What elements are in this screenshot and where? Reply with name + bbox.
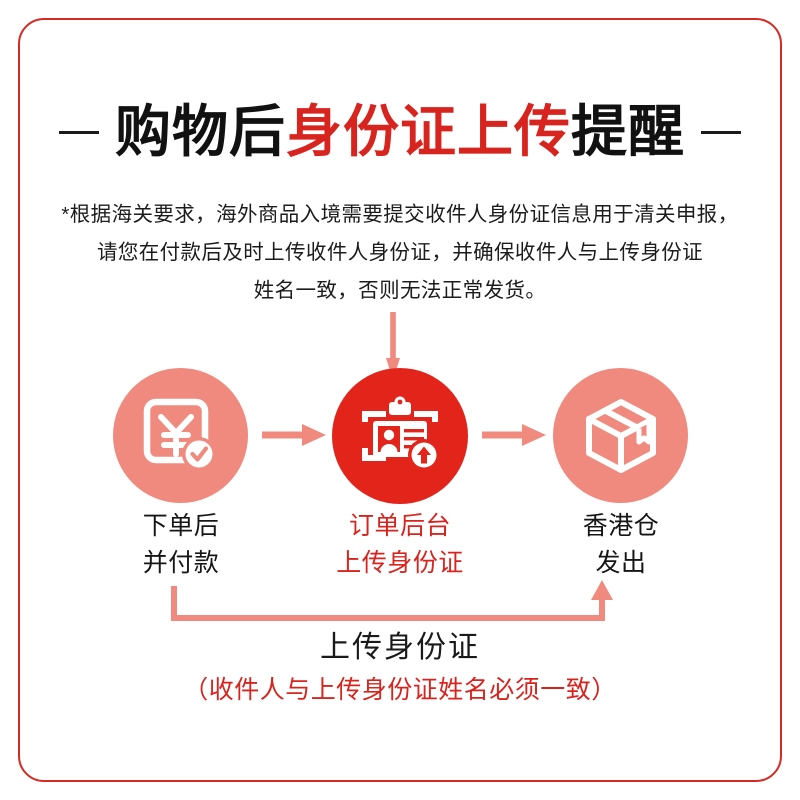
flow-label-upload-id-line1: 订单后台 bbox=[348, 512, 451, 540]
flow-step-upload-id bbox=[332, 368, 468, 504]
title-dash-left-icon bbox=[59, 130, 99, 134]
process-flow bbox=[0, 368, 800, 504]
footer-note: 上传身份证 （收件人与上传身份证姓名必须一致） bbox=[0, 626, 800, 710]
flow-label-order-paid-line2: 并付款 bbox=[142, 549, 220, 577]
id-card-upload-icon bbox=[362, 396, 440, 471]
title-highlight: 身份证上传 bbox=[286, 100, 571, 163]
flow-label-hk-ship: 香港仓 发出 bbox=[521, 508, 721, 582]
flow-arrow-1-icon bbox=[262, 424, 326, 446]
flow-label-hk-ship-line2: 发出 bbox=[595, 549, 647, 577]
flow-label-order-paid: 下单后 并付款 bbox=[81, 508, 281, 582]
bracket-connector-up-arrow-icon bbox=[171, 580, 613, 621]
title-suffix: 提醒 bbox=[571, 100, 685, 163]
flow-label-upload-id-line2: 上传身份证 bbox=[336, 549, 464, 577]
flow-label-hk-ship-line1: 香港仓 bbox=[582, 512, 660, 540]
footer-sub-text: （收件人与上传身份证姓名必须一致） bbox=[183, 676, 617, 704]
flow-arrow-2-icon bbox=[482, 424, 546, 446]
intro-line-3: 姓名一致，否则无法正常发货。 bbox=[253, 279, 547, 302]
flow-label-order-paid-line1: 下单后 bbox=[142, 512, 220, 540]
intro-line-2: 请您在付款后及时上传收件人身份证，并确保收件人与上传身份证 bbox=[96, 241, 704, 264]
title-dash-right-icon bbox=[701, 130, 741, 134]
page-title: 购物后身份证上传提醒 bbox=[0, 96, 800, 168]
flow-step-order-paid bbox=[113, 368, 248, 503]
yuan-receipt-check-icon bbox=[143, 398, 216, 471]
flow-label-upload-id: 订单后台 上传身份证 bbox=[300, 508, 500, 582]
title-text: 购物后身份证上传提醒 bbox=[115, 104, 685, 160]
footer-main-text: 上传身份证 bbox=[320, 631, 480, 664]
flow-step-labels: 下单后 并付款 订单后台 上传身份证 香港仓 发出 bbox=[0, 508, 800, 588]
package-box-icon bbox=[585, 398, 656, 473]
flow-step-hk-warehouse-ship bbox=[553, 368, 688, 503]
intro-line-1: *根据海关要求，海外商品入境需要提交收件人身份证信息用于清关申报， bbox=[61, 203, 739, 226]
title-prefix: 购物后 bbox=[115, 100, 286, 163]
intro-paragraph: *根据海关要求，海外商品入境需要提交收件人身份证信息用于清关申报， 请您在付款后… bbox=[50, 196, 750, 310]
